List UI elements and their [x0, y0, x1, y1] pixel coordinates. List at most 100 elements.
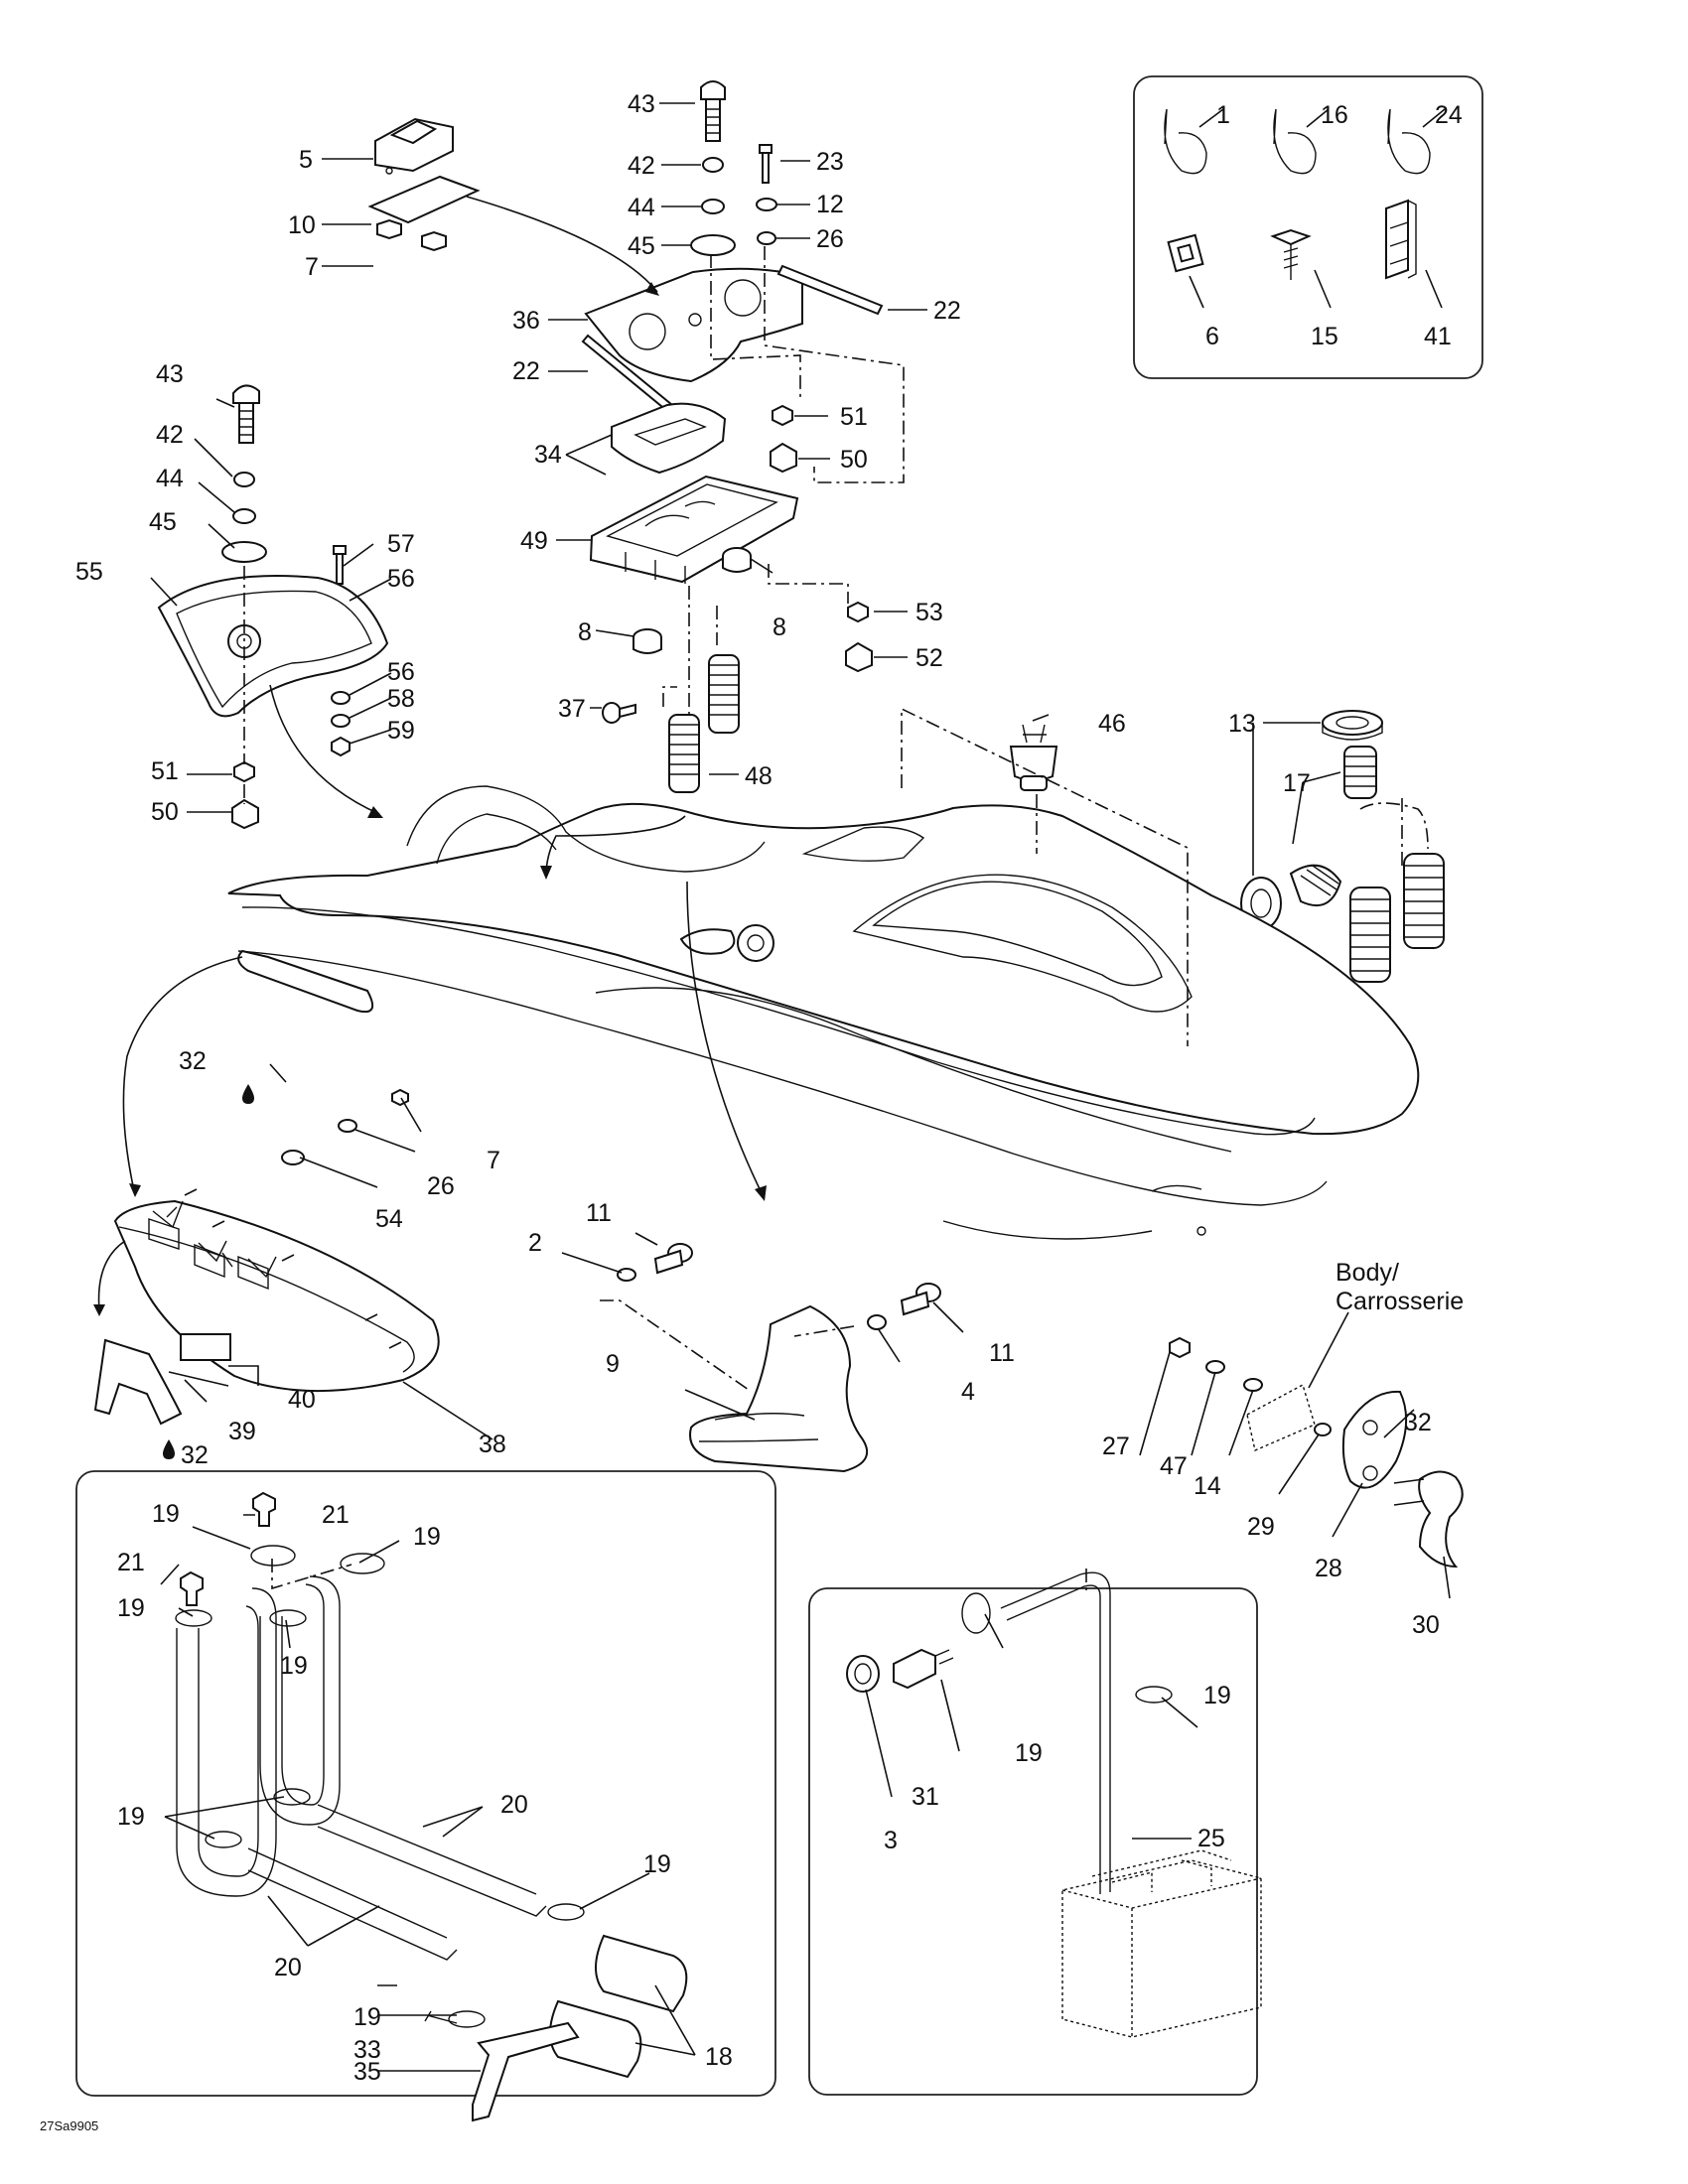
label-56-bottom: 56 — [387, 658, 415, 686]
label-19-b: 19 — [413, 1523, 441, 1551]
label-7-top: 7 — [305, 253, 319, 281]
fuel-line-kit-box — [75, 1470, 776, 2097]
label-21-a: 21 — [322, 1501, 350, 1529]
pad-34 — [611, 402, 727, 475]
fittings-21 — [180, 1491, 276, 1606]
label-5: 5 — [299, 146, 313, 174]
label-42-top: 42 — [628, 152, 655, 180]
label-11-upper: 11 — [586, 1199, 612, 1227]
nut-50-top — [770, 442, 797, 474]
label-18: 18 — [705, 2043, 733, 2071]
label-51-top: 51 — [840, 403, 868, 431]
part-labels: 1 16 24 6 15 41 43 42 44 45 23 12 26 5 1… — [40, 90, 1464, 2133]
label-23: 23 — [816, 148, 844, 176]
fastener-kit-box — [1133, 75, 1483, 379]
label-19-i: 19 — [1203, 1682, 1231, 1709]
washer-58 — [331, 714, 351, 728]
label-45-left: 45 — [149, 508, 177, 536]
body-panel — [1246, 1383, 1316, 1451]
screw-57 — [333, 545, 347, 585]
label-19-c: 19 — [117, 1594, 145, 1622]
tie-wrap-16-icon — [1273, 108, 1317, 175]
label-31: 31 — [912, 1783, 939, 1811]
washer-45-top — [690, 234, 736, 256]
label-2: 2 — [528, 1229, 542, 1257]
label-42-left: 42 — [156, 421, 184, 449]
battery — [1061, 1849, 1262, 2038]
label-51-left: 51 — [151, 757, 179, 785]
label-1: 1 — [1216, 101, 1230, 129]
washer-14 — [1243, 1378, 1263, 1392]
fastener-stack-54 — [281, 1088, 409, 1165]
nut-42-left — [233, 472, 255, 487]
nuts-7-top — [376, 218, 447, 252]
screw-23 — [759, 144, 773, 184]
label-3: 3 — [884, 1827, 898, 1854]
diagram-code: 27Sa9905 — [40, 2118, 98, 2133]
label-12: 12 — [816, 191, 844, 218]
label-11-lower: 11 — [989, 1339, 1015, 1367]
nut-53 — [847, 601, 869, 623]
label-28: 28 — [1315, 1555, 1342, 1582]
label-4: 4 — [961, 1378, 975, 1406]
label-6: 6 — [1205, 323, 1219, 350]
label-27: 27 — [1102, 1433, 1130, 1460]
label-15: 15 — [1311, 323, 1338, 350]
label-30: 30 — [1412, 1611, 1440, 1639]
label-26-top: 26 — [816, 225, 844, 253]
label-24: 24 — [1435, 101, 1463, 129]
sealant-32-a-icon — [242, 1084, 254, 1104]
label-19-e: 19 — [117, 1803, 145, 1831]
vent-tube-25 — [1000, 1571, 1111, 1894]
label-36: 36 — [512, 307, 540, 335]
studs-38 — [184, 1188, 402, 1349]
vent-fitting-3 — [846, 1655, 880, 1693]
label-17: 17 — [1283, 769, 1311, 797]
cap-46 — [1009, 724, 1058, 791]
washer-47 — [1205, 1360, 1225, 1374]
washer-4 — [867, 1314, 887, 1330]
mirror-base-28 — [1341, 1390, 1408, 1489]
label-32-c: 32 — [1404, 1409, 1432, 1436]
label-57: 57 — [387, 530, 415, 558]
label-20-b: 20 — [274, 1954, 302, 1981]
tie-wrap-1-icon — [1164, 108, 1207, 175]
label-44-top: 44 — [628, 194, 655, 221]
bellows-17 — [1289, 746, 1445, 983]
label-9: 9 — [606, 1350, 620, 1378]
washer-26-top — [757, 231, 776, 245]
label-14: 14 — [1194, 1472, 1221, 1500]
label-43-top: 43 — [628, 90, 655, 118]
label-13: 13 — [1228, 710, 1256, 738]
label-19-h: 19 — [1015, 1739, 1043, 1767]
label-49: 49 — [520, 527, 548, 555]
bellows-48 — [668, 654, 740, 793]
label-26-mid: 26 — [427, 1172, 455, 1200]
screw-33 — [424, 2010, 458, 2024]
nut-51-left — [233, 760, 255, 783]
grommet-8-right — [722, 547, 752, 573]
label-19-d: 19 — [280, 1652, 308, 1680]
label-40: 40 — [288, 1386, 316, 1414]
label-58: 58 — [387, 685, 415, 713]
label-47: 47 — [1160, 1452, 1188, 1480]
holder-41-icon — [1385, 199, 1417, 280]
mirror-30 — [1418, 1470, 1464, 1569]
label-54: 54 — [375, 1205, 403, 1233]
label-22-right: 22 — [933, 297, 961, 325]
assembly-arrows — [93, 196, 1189, 1590]
washer-45-left — [221, 541, 267, 563]
bracket-35 — [472, 2021, 580, 2122]
label-59: 59 — [387, 717, 415, 745]
filter-18 — [549, 1934, 688, 2079]
handle-grip-55 — [157, 575, 389, 718]
washer-44-top — [701, 199, 725, 214]
label-52: 52 — [915, 644, 943, 672]
label-8-left: 8 — [578, 618, 592, 646]
clamps-19 — [175, 1545, 585, 2028]
washer-29 — [1314, 1423, 1332, 1436]
label-46: 46 — [1098, 710, 1126, 738]
holder-49 — [589, 475, 799, 584]
vent-13-top — [1322, 710, 1383, 741]
label-22-left: 22 — [512, 357, 540, 385]
